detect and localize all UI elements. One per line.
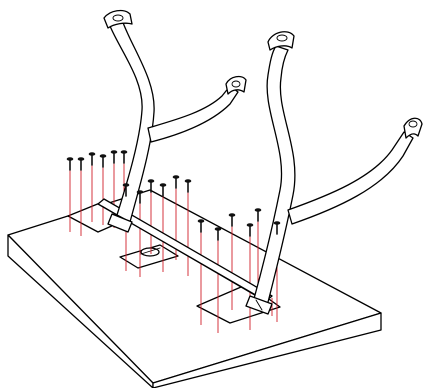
screw [122, 183, 130, 197]
screw [136, 190, 144, 204]
left-leg-foot [107, 213, 133, 233]
screw [77, 157, 85, 171]
screw [246, 223, 254, 237]
screw [184, 179, 192, 193]
right-leg-main-tube [251, 45, 296, 311]
screw [147, 179, 155, 193]
center-bracket [119, 244, 179, 269]
right-branch-cap [403, 117, 423, 139]
left-leg-top-cap [103, 9, 133, 29]
screw [273, 221, 281, 235]
tabletop [7, 189, 382, 388]
screw [254, 208, 262, 222]
screw [159, 183, 167, 197]
screw [99, 154, 107, 168]
screw [172, 175, 180, 189]
left-branch-cap [225, 75, 247, 95]
right-leg-branch-tube [287, 131, 414, 225]
left-leg-branch-tube [147, 85, 239, 143]
screw [88, 152, 96, 166]
wood-screws [66, 150, 281, 241]
screw-guide-lines [69, 163, 278, 333]
screw [66, 157, 74, 171]
steel-leg-frame [97, 9, 423, 315]
screw [120, 150, 128, 164]
screw [110, 150, 118, 164]
screw [197, 219, 205, 233]
screw [228, 213, 236, 227]
screw [214, 227, 222, 241]
